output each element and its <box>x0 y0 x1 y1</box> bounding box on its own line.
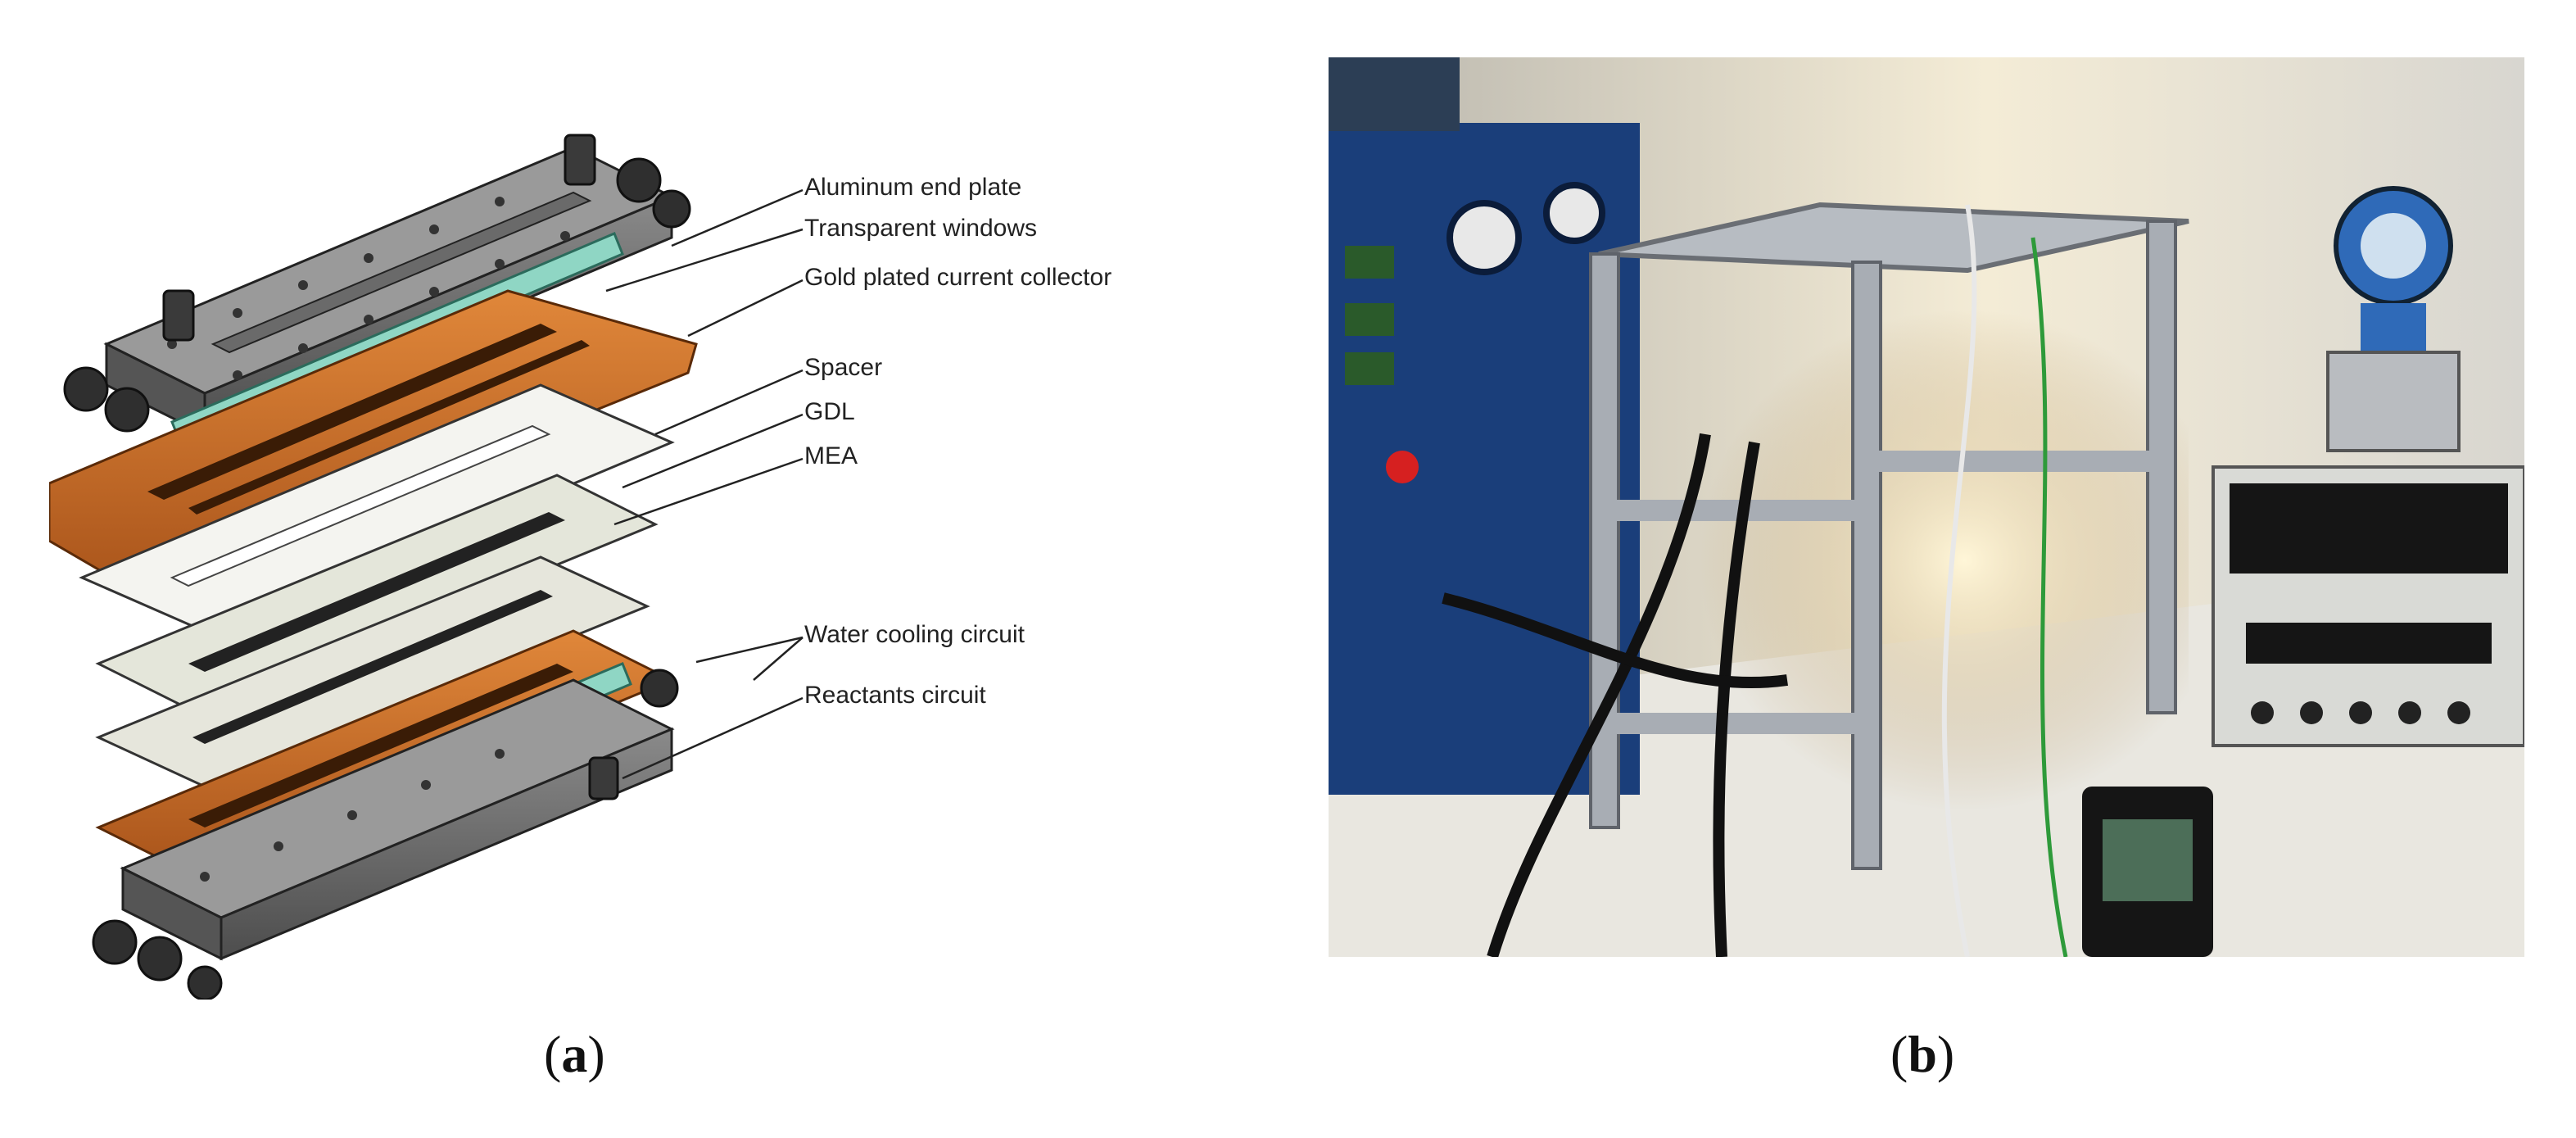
label-mea: MEA <box>804 442 858 469</box>
leader-lines <box>605 188 804 780</box>
label-water-cooling: Water cooling circuit <box>804 621 1025 648</box>
top-current-collector <box>49 289 698 600</box>
caption-b: (b) <box>1890 1025 1955 1083</box>
bottom-end-plate <box>92 669 679 1000</box>
cell-enclosure-frame <box>1589 202 2189 870</box>
cables <box>1442 433 1788 957</box>
top-fittings <box>63 134 691 433</box>
handheld-meter <box>2082 787 2213 957</box>
pressure-transmitter <box>2326 186 2461 452</box>
test-bench-illustration <box>1329 57 2524 957</box>
label-current-collector: Gold plated current collector <box>804 264 1112 291</box>
label-spacer: Spacer <box>804 354 883 381</box>
caption-a: (a) <box>544 1025 605 1083</box>
power-supply <box>2212 465 2524 747</box>
label-reactants: Reactants circuit <box>804 682 986 709</box>
spacer <box>79 383 675 637</box>
lab-setup-photo <box>1329 57 2524 957</box>
exploded-cell-diagram: Aluminum end plate Transparent windows G… <box>49 98 1229 1000</box>
label-transparent-windows: Transparent windows <box>804 215 1038 242</box>
exploded-view-drawing <box>49 134 804 1000</box>
label-gdl: GDL <box>804 398 855 425</box>
gas-control-panel <box>1329 57 1640 795</box>
label-end-plate: Aluminum end plate <box>804 174 1022 201</box>
